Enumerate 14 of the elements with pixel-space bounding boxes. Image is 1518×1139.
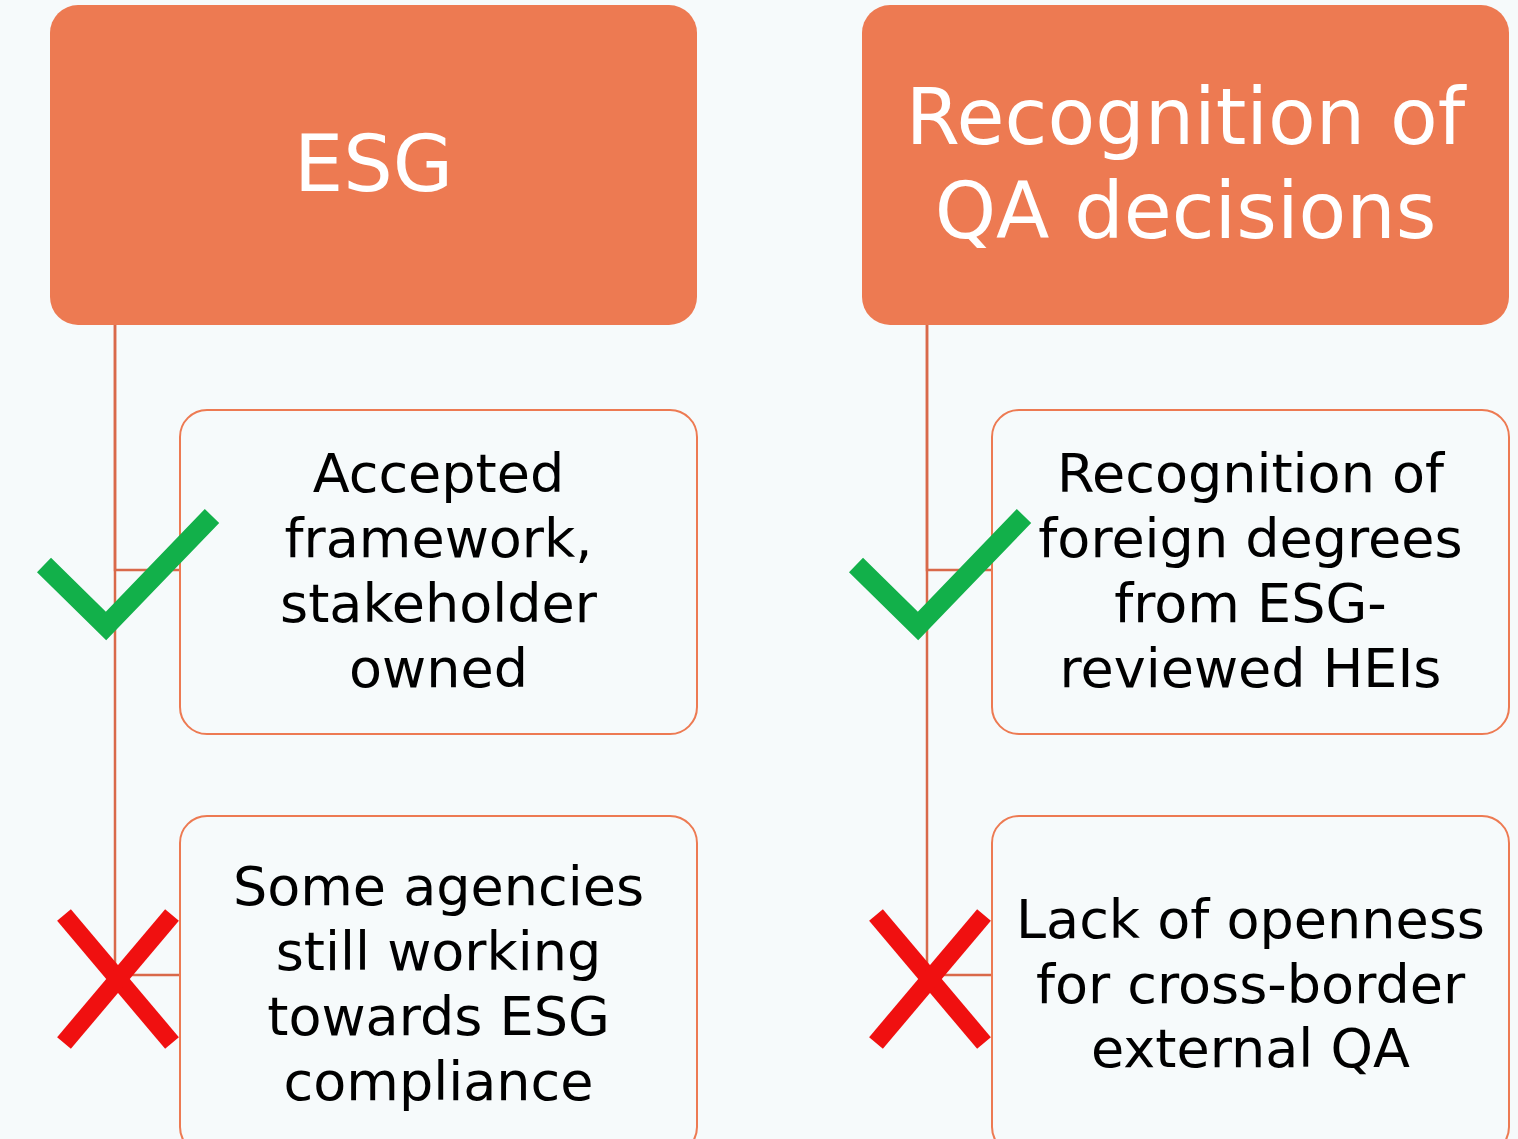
box-text: Recognition of foreign degrees from ESG-reviewed HEIs [1037,442,1464,702]
header-box [50,5,697,325]
connector-line [925,325,991,977]
box-text: Recognition of QA decisions [904,71,1468,258]
item-box [179,815,698,1139]
item-box [991,815,1510,1139]
header-box [862,5,1509,325]
item-box [179,409,698,735]
box-text: Lack of openness for cross-border external QA [1015,887,1486,1083]
connector-line [113,325,179,977]
box-text: ESG [293,118,454,212]
box-text: Some agencies still working towards ESG compliance [231,855,646,1115]
box-text: Accepted framework, stakeholder owned [279,442,598,702]
item-box [991,409,1510,735]
